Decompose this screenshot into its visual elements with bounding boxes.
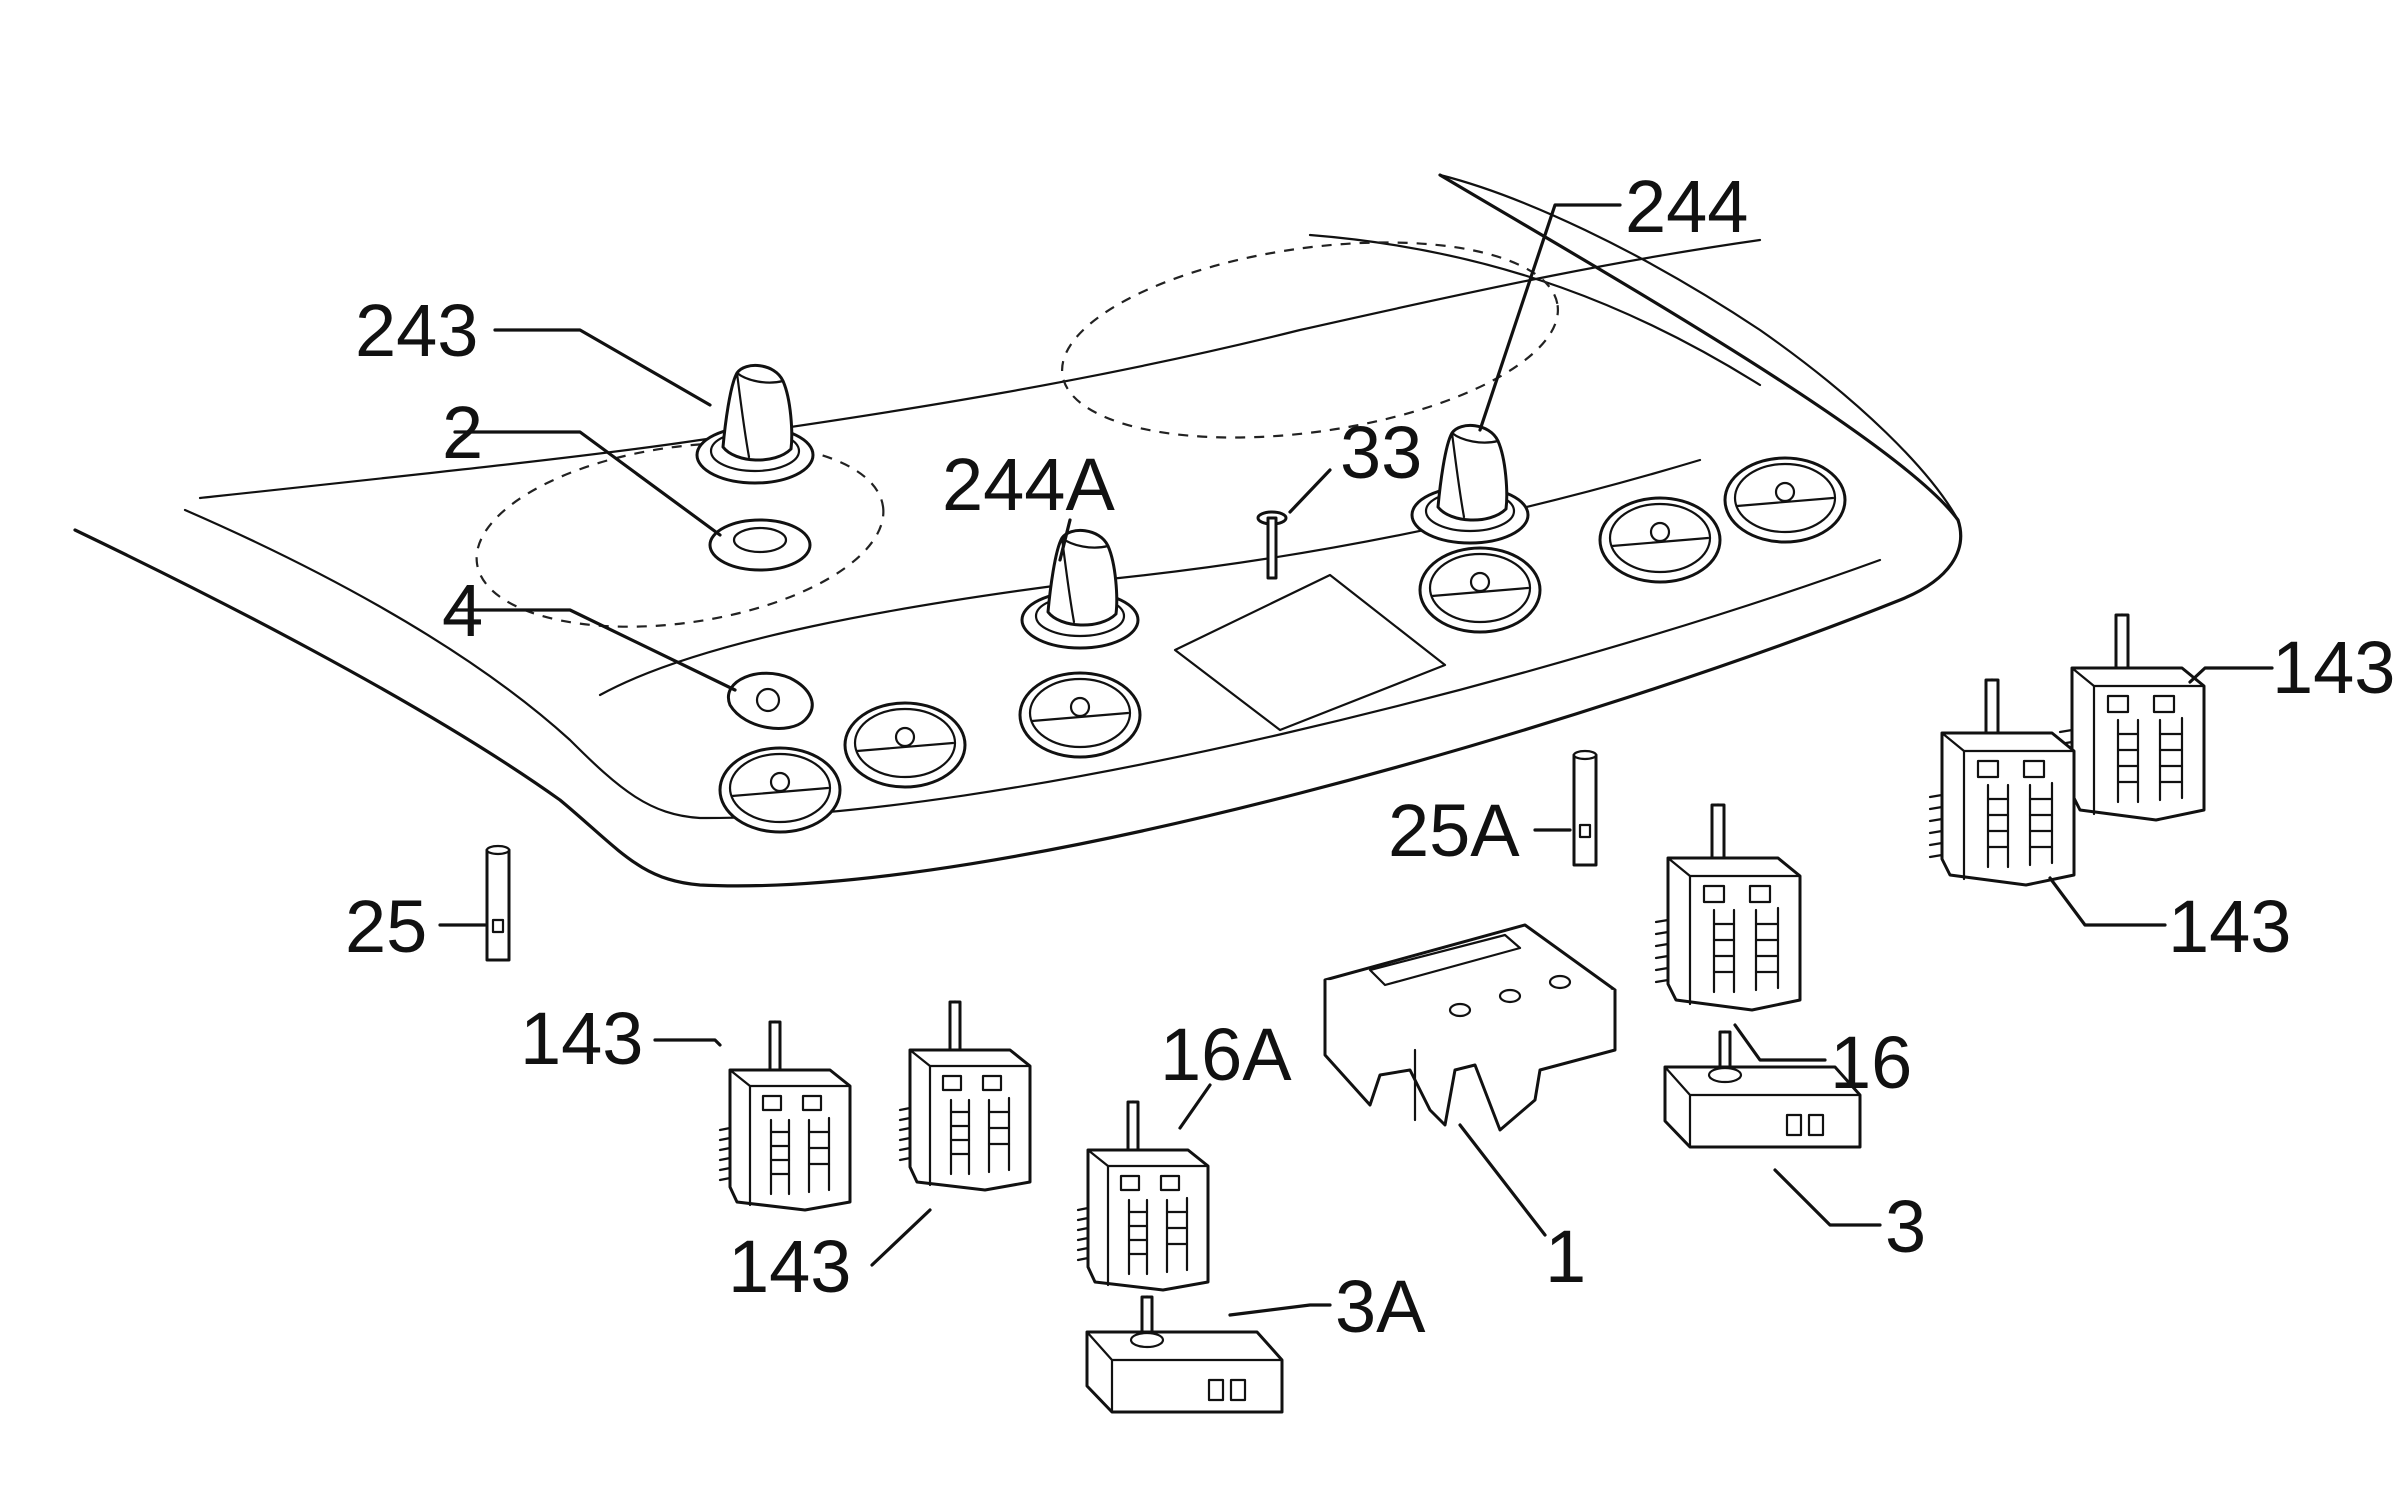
switch-16A — [1076, 1100, 1210, 1292]
knob-244 — [1410, 423, 1530, 545]
dial-hole — [718, 746, 842, 834]
dial-hole — [1598, 496, 1722, 584]
label-143-top-right: 143 — [2272, 626, 2395, 709]
label-4: 4 — [442, 569, 483, 652]
label-2: 2 — [442, 391, 483, 474]
knob-243 — [695, 363, 815, 485]
label-3A: 3A — [1335, 1265, 1426, 1348]
switch-143-top-right — [2058, 613, 2206, 822]
dial-hole — [1723, 456, 1847, 544]
dial-hole — [1018, 671, 1142, 759]
label-33: 33 — [1340, 411, 1422, 494]
label-244: 244 — [1625, 165, 1748, 248]
knob-244A — [1020, 528, 1140, 650]
dial-hole — [843, 701, 967, 789]
label-243: 243 — [355, 289, 478, 372]
cam-plate-4 — [726, 671, 814, 730]
label-143-right: 143 — [2168, 885, 2291, 968]
knob-seat-2 — [708, 518, 812, 572]
label-3: 3 — [1885, 1185, 1926, 1268]
switch-143-right — [1928, 678, 2076, 887]
label-1: 1 — [1545, 1215, 1586, 1298]
switch-143-bottom-left — [898, 1000, 1032, 1192]
switch-143-mid-left — [718, 1020, 852, 1212]
label-16: 16 — [1830, 1021, 1912, 1104]
thermostat-3A — [1085, 1295, 1284, 1414]
part-labels: 243 2 4 244A 33 244 143 143 25A 25 143 1… — [345, 165, 2395, 1348]
label-25: 25 — [345, 885, 427, 968]
label-244A: 244A — [942, 443, 1115, 526]
label-25A: 25A — [1388, 789, 1520, 872]
label-143-bottom-left: 143 — [728, 1225, 851, 1308]
leader-lines — [438, 203, 2274, 1317]
switch-16 — [1654, 803, 1802, 1012]
timer-module-1 — [1323, 923, 1617, 1132]
pilot-lamp-25A — [1572, 749, 1598, 867]
screw-33 — [1256, 510, 1288, 580]
pilot-lamp-25 — [485, 844, 511, 962]
label-143-mid-left: 143 — [520, 997, 643, 1080]
dial-hole — [1418, 546, 1542, 634]
label-16A: 16A — [1160, 1013, 1292, 1096]
